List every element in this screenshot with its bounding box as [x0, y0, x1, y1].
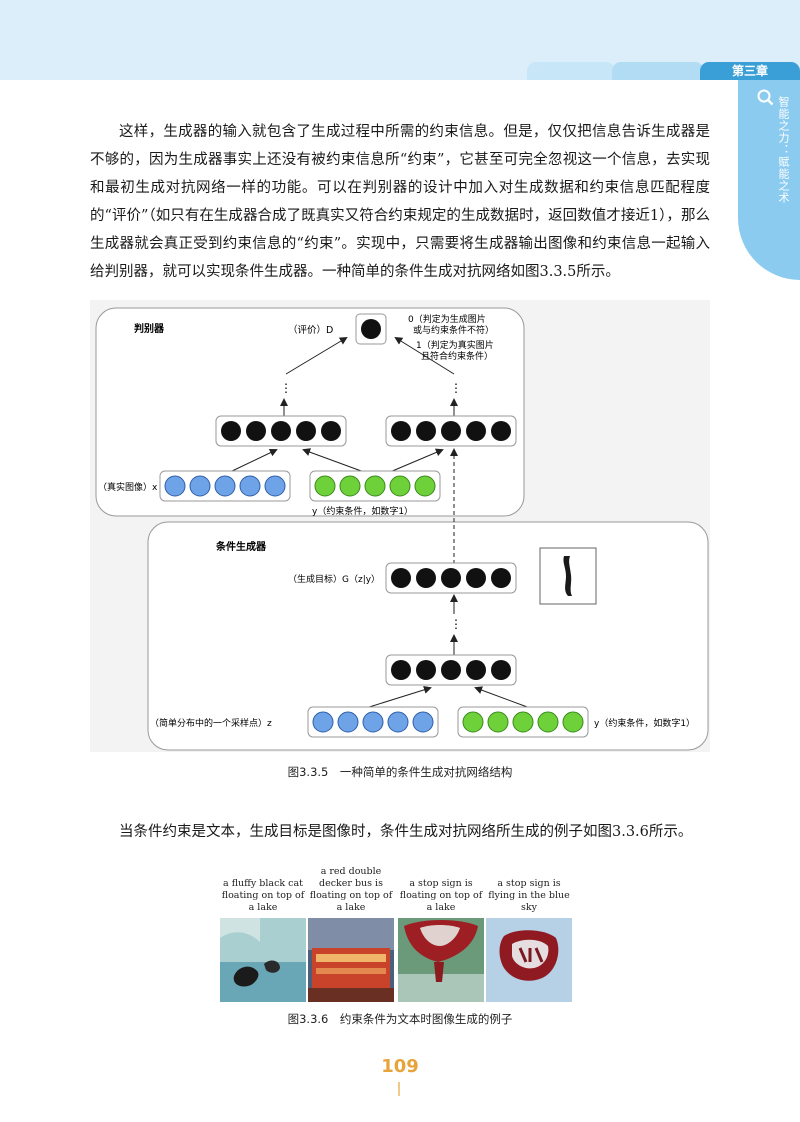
gen-output-nodes — [391, 568, 511, 588]
out0-label-2: 或与约束条件不符） — [413, 324, 494, 336]
hidden-layer-right-nodes — [391, 421, 511, 441]
cgan-diagram: 判别器 条件生成器 （评价）D 0（判定为生成图片 或与约束条件不符） 1（判定… — [95, 307, 709, 751]
example-image — [398, 918, 484, 1002]
header-tab-decor — [527, 62, 615, 80]
ellipsis: ⋮ — [280, 381, 292, 395]
figure-text-to-image-examples: a fluffy black cat floating on top of a … — [220, 860, 572, 1002]
magnifier-icon — [757, 89, 774, 106]
discriminator-label: 判别器 — [134, 322, 165, 335]
chapter-tab: 第三章 — [700, 62, 800, 80]
body-paragraph-2: 当条件约束是文本，生成目标是图像时，条件生成对抗网络所生成的例子如图3.3.6所… — [119, 824, 693, 840]
ellipsis: ⋮ — [450, 617, 462, 631]
example-label: a fluffy black cat floating on top of a … — [221, 878, 305, 913]
example-image — [308, 918, 394, 1002]
out1-label-2: 且符合约束条件） — [421, 350, 493, 362]
example-stopsign-sky: a stop sign is flying in the blue sky — [486, 860, 572, 1006]
out1-label: 1（判定为真实图片 — [416, 339, 494, 351]
output-node — [361, 319, 381, 339]
real-image-nodes — [164, 475, 286, 497]
body-paragraph-1: 这样，生成器的输入就包含了生成过程中所需的约束信息。但是，仅仅把信息告诉生成器是… — [90, 124, 710, 280]
condition-label-bottom: y（约束条件，如数字1） — [594, 717, 695, 729]
page-number-tick — [398, 1082, 400, 1096]
condition-label-top: y（约束条件，如数字1） — [312, 505, 413, 517]
example-bus-lake: a red double decker bus is floating on t… — [308, 860, 394, 1006]
discriminator-panel — [95, 307, 525, 517]
ellipsis: ⋮ — [450, 381, 462, 395]
arrow — [302, 448, 365, 473]
page-number: 109 — [381, 1056, 419, 1077]
gen-hidden-nodes — [391, 660, 511, 680]
example-image — [220, 918, 306, 1002]
arrow — [229, 448, 278, 473]
digit-one-stroke — [563, 556, 572, 596]
out0-label: 0（判定为生成图片 — [408, 313, 486, 325]
real-image-label: （真实图像）x — [98, 481, 158, 493]
arrow — [474, 686, 531, 709]
arrow — [394, 336, 455, 375]
condition-nodes-top — [314, 475, 436, 497]
figure2-caption: 图3.3.6 约束条件为文本时图像生成的例子 — [287, 1012, 513, 1026]
arrow — [365, 685, 432, 709]
figure1-caption: 图3.3.5 一种简单的条件生成对抗网络结构 — [287, 765, 513, 779]
condition-nodes-bottom — [462, 711, 584, 733]
header-tab-decor — [612, 62, 704, 80]
noise-label: （简单分布中的一个采样点）z — [150, 717, 272, 729]
arrow — [285, 336, 348, 375]
example-cat-lake: a fluffy black cat floating on top of a … — [220, 860, 306, 1006]
arrow — [389, 448, 444, 473]
figure-cgan-diagram: 判别器 条件生成器 （评价）D 0（判定为生成图片 或与约束条件不符） 1（判定… — [90, 300, 710, 752]
example-label: a stop sign is floating on top of a lake — [399, 878, 483, 913]
side-strip — [738, 80, 800, 280]
example-label: a red double decker bus is floating on t… — [309, 866, 393, 913]
eval-label: （评价）D — [288, 324, 333, 336]
example-label: a stop sign is flying in the blue sky — [488, 878, 570, 913]
noise-nodes — [312, 711, 434, 733]
side-chapter-title: 智能之力：赋能之术 — [777, 96, 790, 204]
example-stopsign-lake: a stop sign is floating on top of a lake — [398, 860, 484, 1006]
generator-label: 条件生成器 — [215, 540, 267, 553]
hidden-layer-left-nodes — [221, 421, 341, 441]
example-image — [486, 918, 572, 1002]
gen-target-label: （生成目标）G（z|y） — [288, 573, 380, 585]
